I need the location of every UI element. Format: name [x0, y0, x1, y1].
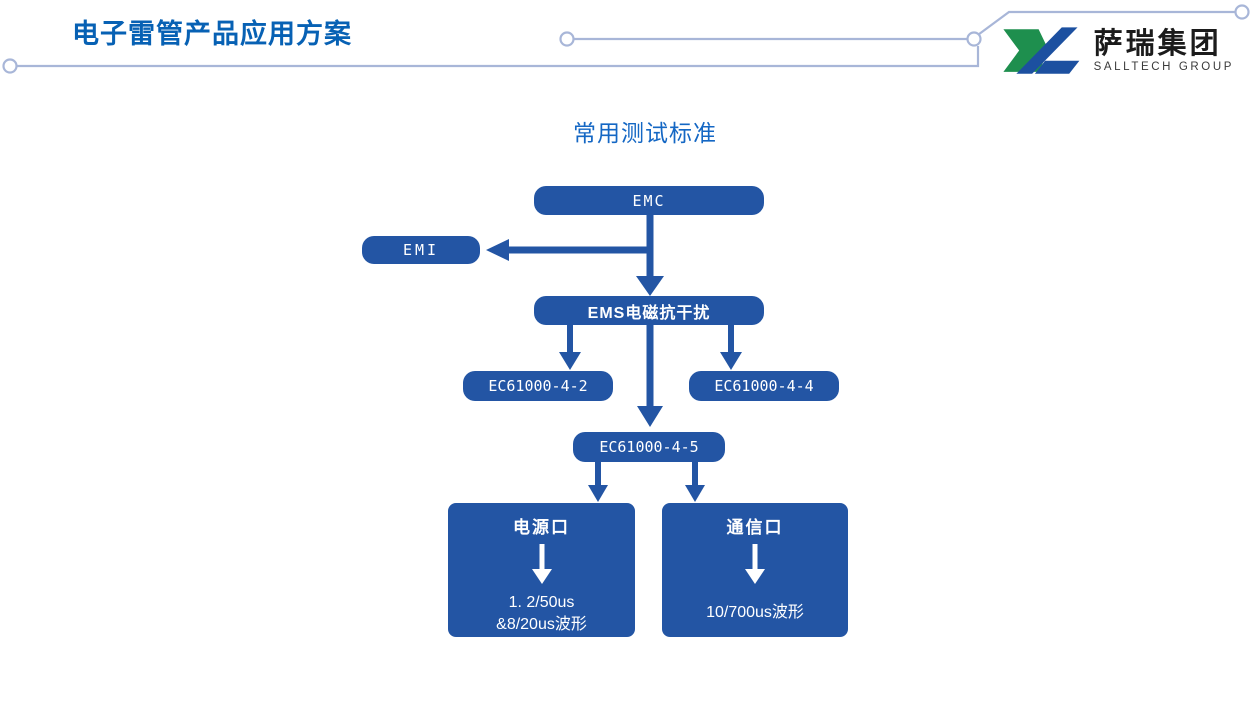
node-ems: EMS电磁抗干扰 [534, 296, 764, 325]
arrow-45-to-power-head [588, 485, 608, 502]
arrow-ems-to-42-head [559, 352, 581, 370]
deco-circle-mid-right [966, 31, 982, 47]
deco-circle-right [1234, 4, 1250, 20]
down-arrow-icon [745, 544, 765, 584]
arrow-ems-to-45-head [637, 406, 663, 427]
comm-port-label: 通信口 [726, 518, 784, 537]
deco-circle-left [2, 58, 18, 74]
comm-port-specs: 10/700us波形 [706, 602, 804, 624]
node-emc: EMC [534, 186, 764, 215]
node-ec61000-4-4: EC61000-4-4 [689, 371, 839, 401]
deco-circle-mid-left [559, 31, 575, 47]
arrow-ems-to-44-head [720, 352, 742, 370]
page-title: 电子雷管产品应用方案 [72, 19, 352, 49]
power-port-specs: 1. 2/50us &8/20us波形 [496, 592, 587, 636]
company-logo: 萨瑞集团 SALLTECH GROUP [996, 24, 1234, 78]
node-ec61000-4-2: EC61000-4-2 [463, 371, 613, 401]
down-arrow-icon [531, 544, 552, 584]
node-power-port: 电源口 1. 2/50us &8/20us波形 [448, 503, 635, 637]
logo-name-en: SALLTECH GROUP [1093, 61, 1234, 74]
node-comm-port: 通信口 10/700us波形 [662, 503, 848, 637]
power-spec-line2: &8/20us波形 [496, 616, 587, 633]
power-port-label: 电源口 [513, 518, 570, 537]
header-decoration-lines [2, 4, 1250, 74]
node-emi: EMI [362, 236, 480, 264]
arrow-to-emi-head [486, 239, 509, 261]
arrow-45-to-comm-head [685, 485, 705, 502]
logo-name-cn: 萨瑞集团 [1093, 27, 1222, 60]
salltech-logo-icon [1003, 27, 1080, 74]
power-spec-line1: 1. 2/50us [508, 594, 575, 611]
arrow-emc-to-ems-head [636, 276, 664, 296]
node-ec61000-4-5: EC61000-4-5 [573, 432, 725, 462]
logo-text: 萨瑞集团 SALLTECH GROUP [1093, 27, 1234, 74]
diagram-subtitle: 常用测试标准 [573, 120, 717, 146]
comm-spec-line1: 10/700us波形 [706, 604, 804, 621]
